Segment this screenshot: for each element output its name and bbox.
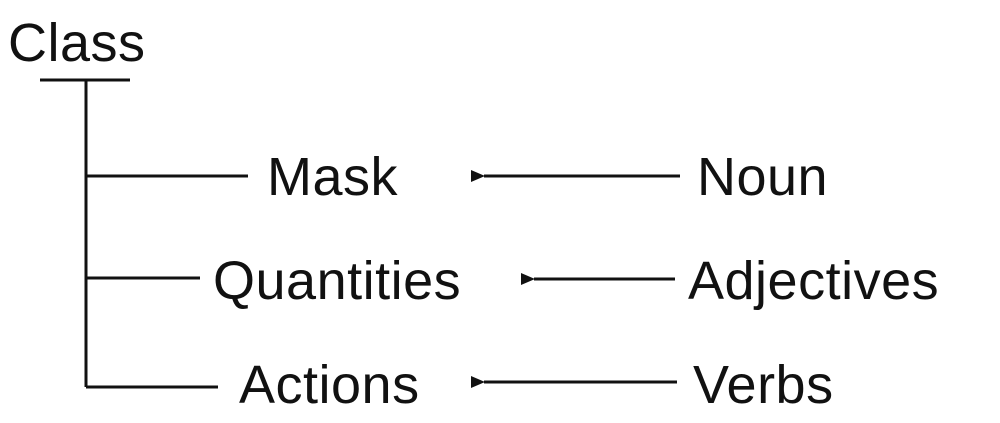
- source-label-verbs: Verbs: [693, 355, 834, 415]
- class-label-actions: Actions: [239, 355, 420, 415]
- root-label: Class: [8, 13, 146, 73]
- class-label-quantities: Quantities: [213, 251, 462, 311]
- class-label-mask: Mask: [267, 147, 399, 207]
- source-label-adjectives: Adjectives: [688, 251, 940, 311]
- source-label-noun: Noun: [697, 147, 829, 207]
